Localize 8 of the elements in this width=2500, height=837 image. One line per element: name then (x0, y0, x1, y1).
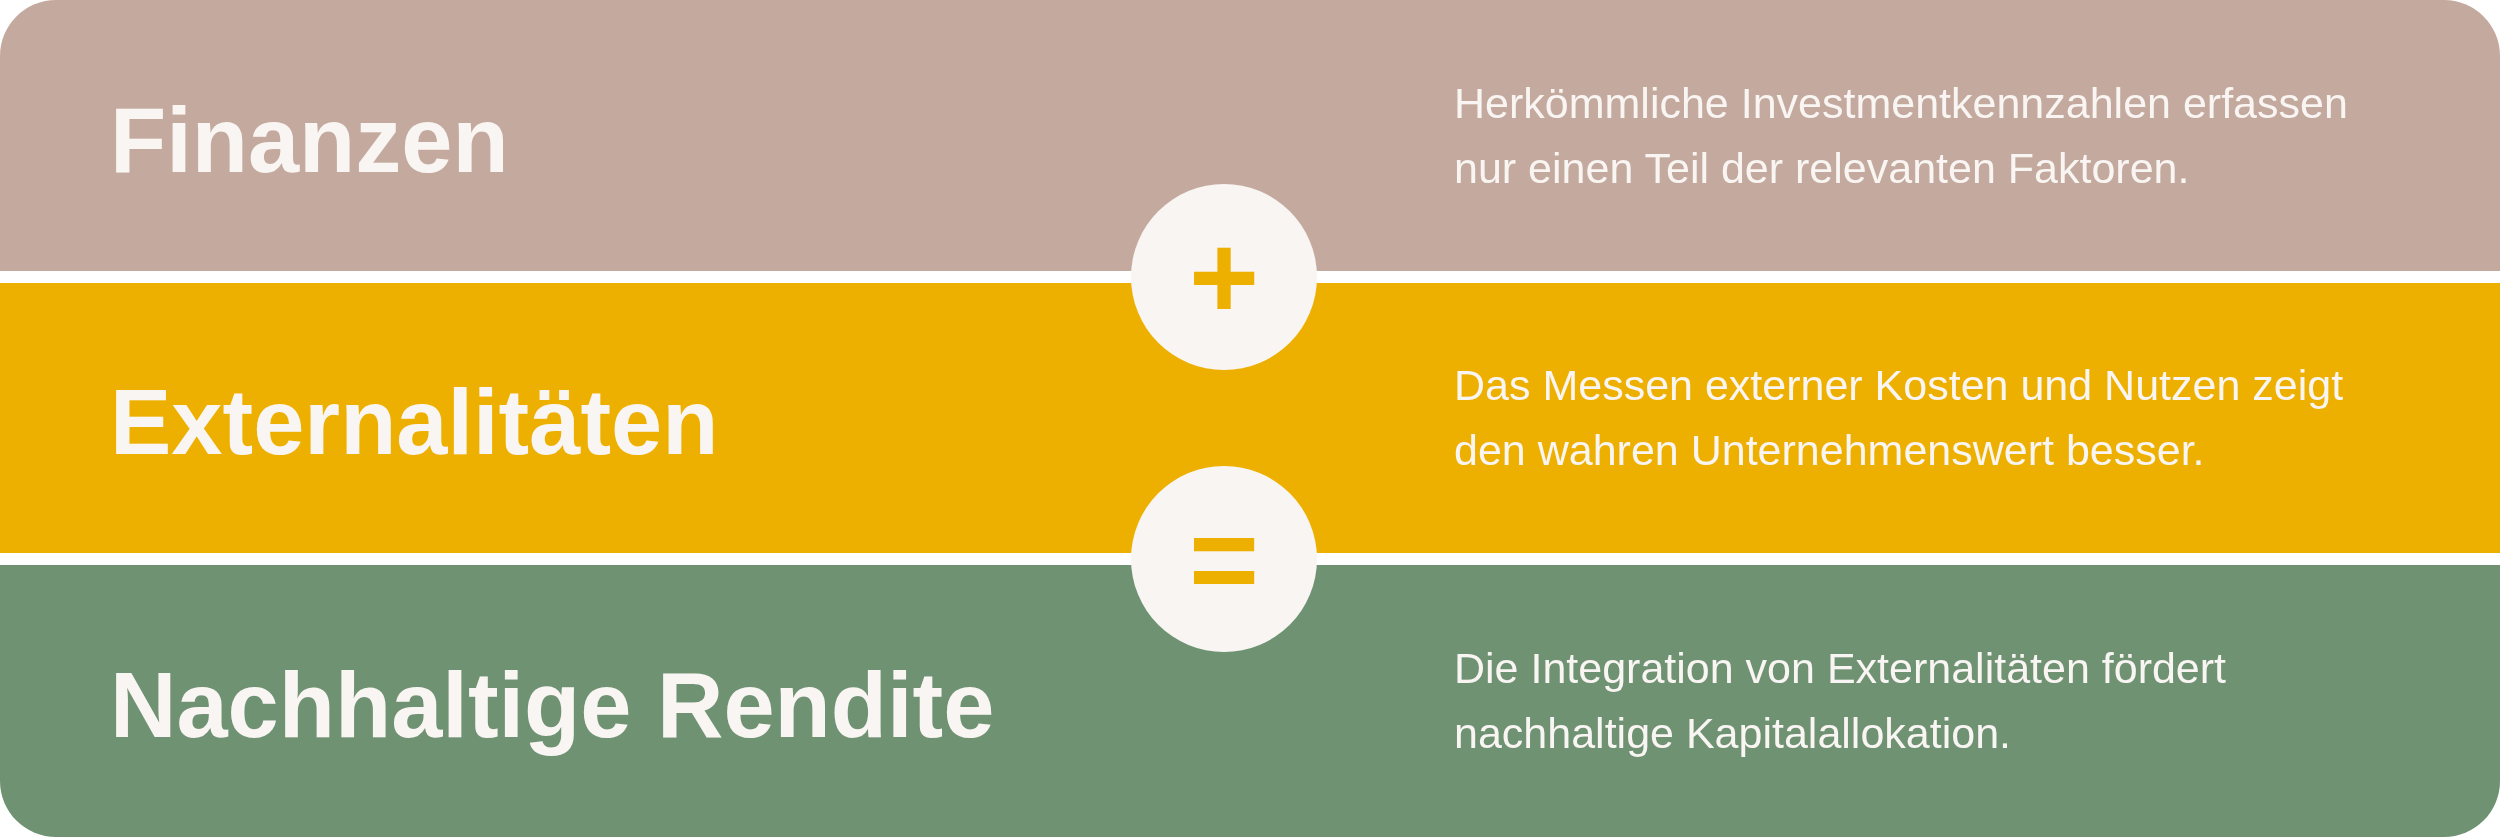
band-description: Das Messen externer Kosten und Nutzen zeigt den wahren Unternehmenswert besser. (1454, 360, 2345, 476)
band-description: Die Integration von Externalitäten fördert nachhaltige Kapitalallokation. (1454, 643, 2228, 759)
band-title: Nachhaltige Rendite (110, 653, 995, 759)
operator-symbol: + (1188, 242, 1260, 312)
band-description: Herkömmliche Investmentkennzahlen erfassen nur einen Teil der relevanten Faktoren. (1454, 77, 2349, 194)
band-title: Externalitäten (110, 370, 719, 476)
operator-symbol: = (1188, 524, 1260, 594)
band-title: Finanzen (110, 87, 509, 193)
